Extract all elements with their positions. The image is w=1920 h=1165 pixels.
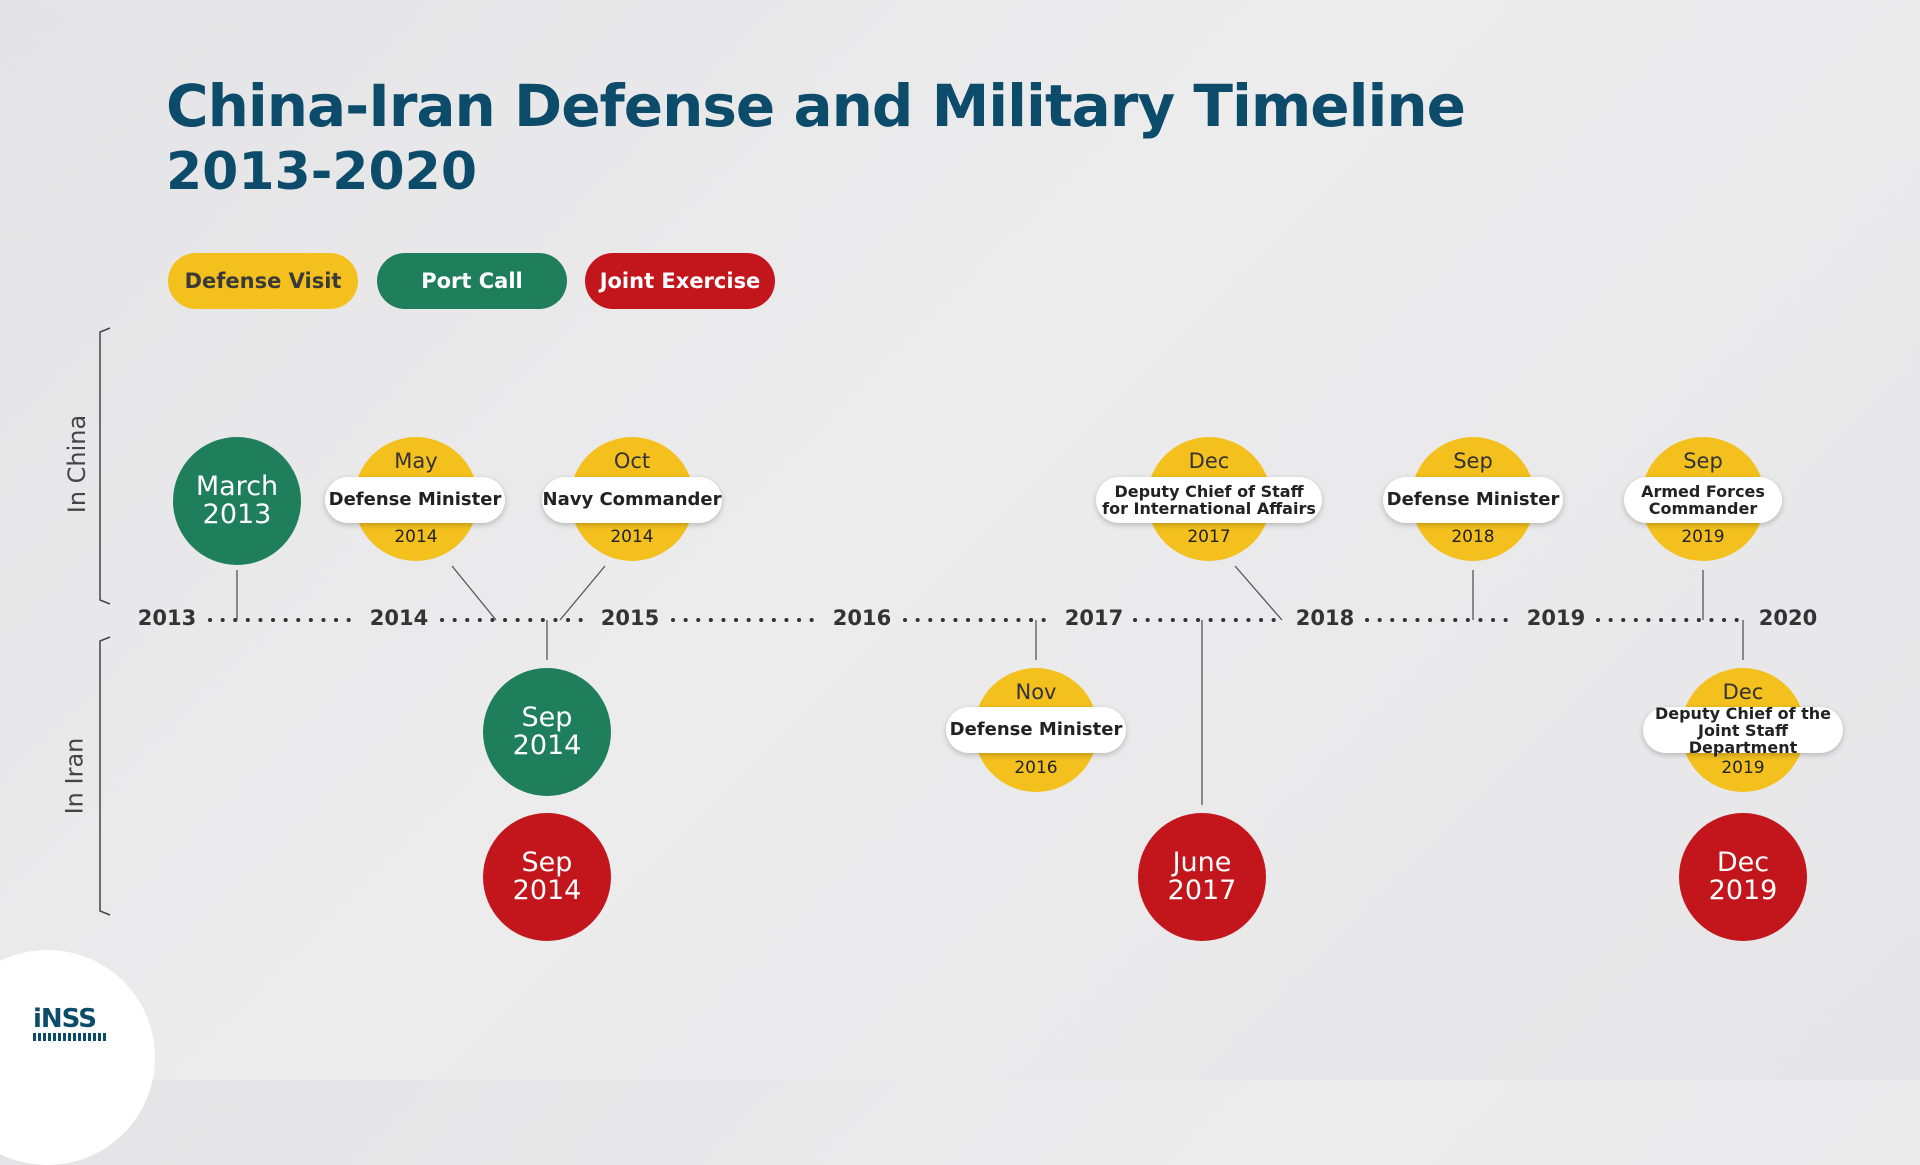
page-subtitle: 2013-2020 (166, 142, 478, 202)
event-role-line: Armed Forces (1641, 482, 1765, 501)
year-label: 2013 (137, 606, 197, 630)
event-joint-exercise-dec2019: Dec 2019 (1679, 813, 1807, 941)
event-joint-exercise-sep2014: Sep 2014 (483, 813, 611, 941)
event-month: Dec (1188, 449, 1230, 473)
event-year: 2019 (1721, 758, 1765, 778)
inss-logo: iNSS (33, 1004, 97, 1034)
side-label-iran: In Iran (60, 737, 89, 815)
event-role-pill: Defense Minister (946, 707, 1126, 753)
event-month: March (195, 471, 279, 502)
event-role-pill: Defense Minister (1383, 477, 1563, 523)
event-year: 2017 (1167, 875, 1237, 906)
year-label: 2014 (369, 606, 429, 630)
event-role-pill: Deputy Chief of the Joint Staff Departme… (1643, 703, 1843, 757)
event-month: Sep (521, 702, 573, 733)
event-role-line: for International Affairs (1102, 499, 1316, 518)
event-year: 2014 (512, 875, 582, 906)
event-month: Nov (1015, 680, 1057, 704)
event-role-pill: Deputy Chief of Staff for International … (1096, 477, 1322, 523)
page-title: China-Iran Defense and Military Timeline (166, 72, 1466, 140)
event-port-call-mar2013: March 2013 (173, 437, 301, 565)
event-month: Sep (1453, 449, 1493, 473)
event-role-pill: Armed Forces Commander (1624, 477, 1782, 523)
year-label: 2017 (1064, 606, 1124, 630)
event-month: Oct (613, 449, 651, 473)
event-month: Dec (1716, 847, 1770, 878)
event-port-call-sep2014: Sep 2014 (483, 668, 611, 796)
year-label: 2020 (1758, 606, 1818, 630)
year-label: 2018 (1295, 606, 1355, 630)
event-month: May (394, 449, 438, 473)
event-year: 2014 (610, 527, 654, 547)
event-month: June (1172, 847, 1232, 878)
event-role-line: Commander (1648, 499, 1758, 518)
event-month: Dec (1722, 680, 1764, 704)
logo-subtext-decoration (33, 1033, 107, 1041)
legend-port-call: Port Call (377, 253, 567, 309)
event-role-line: Deputy Chief of Staff (1114, 482, 1304, 501)
connector-oct2014 (559, 565, 606, 621)
event-role-line: Deputy Chief of the (1654, 703, 1832, 723)
year-label: 2016 (832, 606, 892, 630)
event-year: 2019 (1681, 527, 1725, 547)
event-joint-exercise-jun2017: June 2017 (1138, 813, 1266, 941)
event-month: Sep (521, 847, 573, 878)
china-bracket (99, 327, 111, 605)
event-year: 2018 (1451, 527, 1495, 547)
legend-joint-exercise: Joint Exercise (585, 253, 775, 309)
event-month: Sep (1683, 449, 1723, 473)
event-role-line: Joint Staff Department (1688, 720, 1798, 757)
connector-dec2017 (1234, 565, 1283, 621)
iran-bracket (99, 636, 111, 916)
event-role-pill: Navy Commander (542, 477, 722, 523)
side-label-china: In China (63, 414, 92, 514)
event-year: 2019 (1708, 875, 1778, 906)
event-year: 2017 (1187, 527, 1231, 547)
event-year: 2014 (512, 730, 582, 761)
event-year: 2014 (394, 527, 438, 547)
timeline-diagram (99, 327, 1747, 916)
event-role-pill: Defense Minister (325, 477, 505, 523)
event-year: 2016 (1014, 758, 1058, 778)
legend-defense-visit: Defense Visit (168, 253, 358, 309)
year-label: 2015 (600, 606, 660, 630)
connector-may2014 (451, 565, 497, 621)
event-year: 2013 (202, 499, 272, 530)
year-label: 2019 (1526, 606, 1586, 630)
